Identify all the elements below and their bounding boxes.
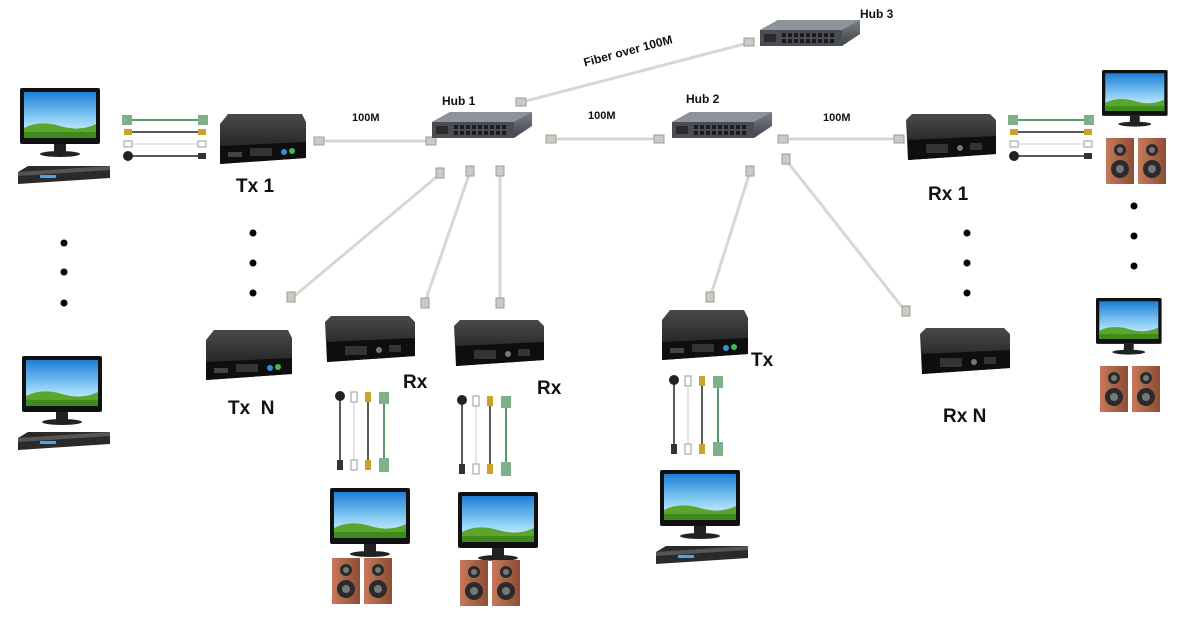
receiver-rx-b [454,320,544,366]
cable-hub1-txn [290,172,442,300]
label-link-tx1-hub1: 100M [352,112,380,124]
av-cables-rx1 [1007,114,1095,162]
label-rx-a: Rx [403,372,428,393]
cable-hub2-tx [708,170,752,300]
av-cables-rx-a [334,390,390,473]
label-link-hub1-hub2: 100M [588,110,616,122]
player-source-n [18,432,110,450]
ellipsis-right [1130,202,1138,270]
monitor-rx-a [330,488,410,557]
label-rx-b: Rx [537,378,562,399]
cable-hub1-rx-a [423,170,472,304]
hub-1 [432,112,532,138]
receiver-rx1 [906,114,996,160]
av-cables-tx1 [121,114,209,162]
av-cables-tx-mid [668,374,724,457]
label-hub-1: Hub 1 [442,94,476,108]
ellipsis-left [60,239,68,307]
player-tx-mid [656,546,748,564]
cable-hub2-rxn [784,158,908,314]
transmitter-txn [206,330,292,380]
receiver-rxn [920,328,1010,374]
player-source-1 [18,166,110,184]
transmitter-tx-mid [662,310,748,360]
speakers-rxn [1100,366,1160,412]
transmitter-tx1 [220,114,306,164]
hub-3 [760,20,860,46]
label-link-hub2-rx1: 100M [823,112,851,124]
monitor-rx1 [1102,70,1168,127]
speakers-rx-b [460,560,520,606]
monitor-source-1 [20,88,100,157]
monitor-rx-b [458,492,538,561]
label-rxn: Rx N [943,406,987,427]
label-rx1: Rx 1 [928,184,969,205]
monitor-tx-mid [660,470,740,539]
ellipsis-rx [963,229,971,297]
label-txn: Tx N [228,398,275,419]
label-hub-3: Hub 3 [860,7,894,21]
monitor-rxn [1096,298,1162,355]
cable-fiber-hub1-hub3 [520,40,754,104]
speakers-rx1 [1106,138,1166,184]
speakers-rx-a [332,558,392,604]
hub-2 [672,112,772,138]
label-hub-2: Hub 2 [686,92,720,106]
cable-plugs [286,37,911,317]
ellipsis-tx [249,229,257,297]
av-cables-rx-b [456,394,512,477]
label-tx-mid: Tx [751,350,774,371]
label-tx1: Tx 1 [236,176,275,197]
receiver-rx-a [325,316,415,362]
network-cables [290,40,908,314]
monitor-source-n [22,356,102,425]
